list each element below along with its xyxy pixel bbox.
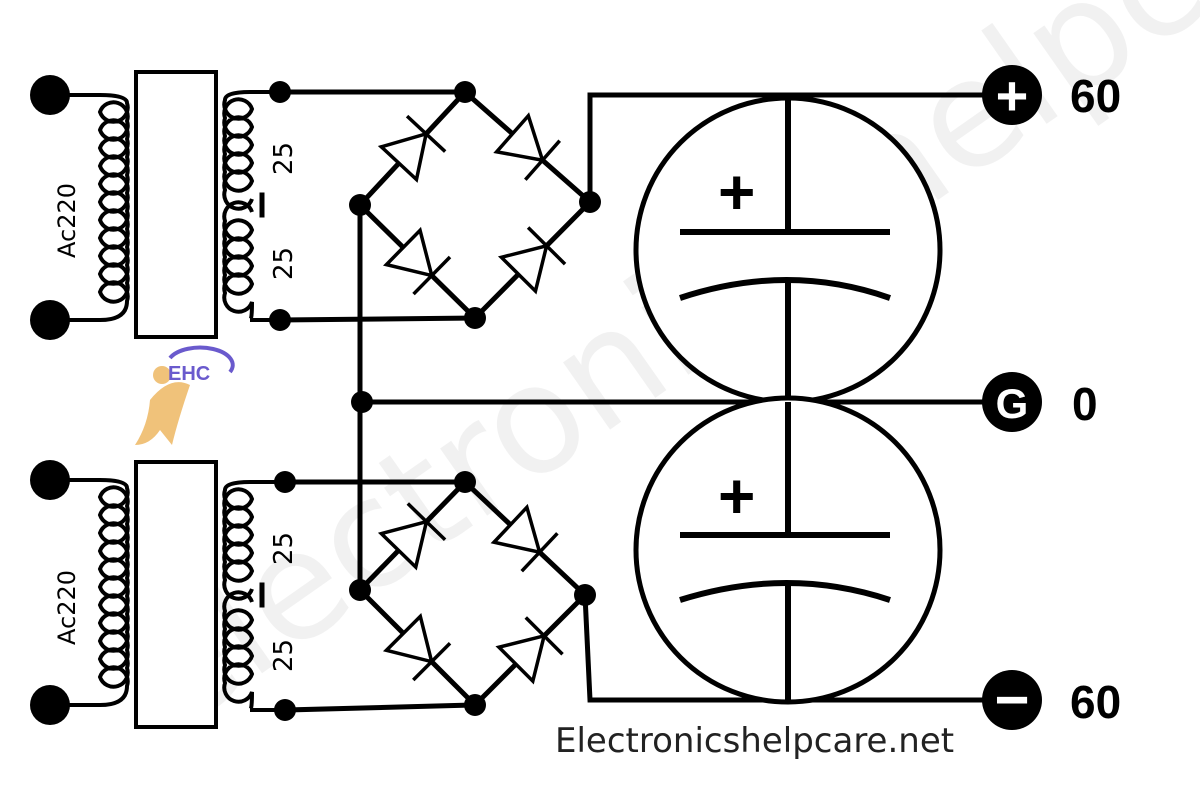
junction-node — [274, 471, 296, 493]
transformer-bottom: Ac220 25 25 — [30, 460, 299, 729]
diode-1 — [377, 114, 447, 183]
junction-node — [349, 579, 371, 601]
junction-nodes — [269, 81, 601, 721]
junction-node — [351, 391, 373, 413]
tap-label-top-1: 25 — [269, 142, 299, 175]
junction-node — [454, 471, 476, 493]
transformer-core-top — [134, 70, 218, 339]
logo-arc-icon — [168, 345, 235, 374]
capacitor-top: + — [633, 95, 943, 405]
ehc-logo: EHC — [135, 345, 235, 445]
logo-head-icon — [153, 366, 171, 384]
junction-node — [574, 584, 596, 606]
diode-8 — [495, 616, 564, 685]
secondary-coil-top — [222, 90, 280, 322]
ground-terminal-icon — [982, 372, 1042, 432]
junction-node — [269, 81, 291, 103]
ac-label-bottom: Ac220 — [53, 570, 81, 645]
output-positive: + 60 — [982, 64, 1121, 127]
junction-node — [349, 194, 371, 216]
ground-terminal-symbol: G — [996, 380, 1029, 427]
diode-2 — [493, 112, 562, 181]
tap-label-top-2: 25 — [269, 247, 299, 280]
positive-terminal-icon — [982, 65, 1042, 125]
website-label: Electronicshelpcare.net — [555, 721, 954, 761]
ground-voltage-label: 0 — [1072, 378, 1098, 430]
positive-voltage-label: 60 — [1070, 70, 1121, 122]
negative-voltage-label: 60 — [1070, 676, 1121, 728]
secondary-coil-bottom — [222, 480, 285, 712]
diode-4 — [497, 226, 567, 295]
capacitor-polarity-label: + — [718, 156, 755, 228]
capacitor-bottom: + — [633, 395, 943, 705]
bridge-diodes — [377, 112, 567, 685]
tap-label-bottom-2: 25 — [269, 639, 299, 672]
output-negative: − 60 — [982, 666, 1121, 733]
junction-node — [464, 307, 486, 329]
capacitor-polarity-label: + — [718, 460, 755, 532]
transformer-top: Ac220 25 25 — [30, 70, 299, 340]
output-ground: G 0 — [982, 372, 1098, 432]
negative-terminal-icon — [982, 670, 1042, 730]
junction-node — [274, 699, 296, 721]
transformer-core-bottom — [134, 460, 218, 729]
junction-node — [269, 309, 291, 331]
negative-terminal-symbol: − — [994, 666, 1029, 733]
logo-text: EHC — [168, 363, 210, 385]
junction-node — [464, 694, 486, 716]
diode-6 — [490, 503, 559, 573]
tap-label-bottom-1: 25 — [269, 532, 299, 565]
diode-5 — [377, 502, 447, 571]
ac-label-top: Ac220 — [53, 183, 81, 258]
positive-terminal-symbol: + — [996, 64, 1029, 127]
primary-coil-bottom — [50, 478, 130, 707]
diode-3 — [382, 226, 452, 296]
junction-node — [454, 81, 476, 103]
junction-node — [579, 191, 601, 213]
diode-7 — [382, 612, 452, 682]
primary-coil-top — [50, 93, 130, 322]
logo-figure-icon — [135, 382, 190, 445]
